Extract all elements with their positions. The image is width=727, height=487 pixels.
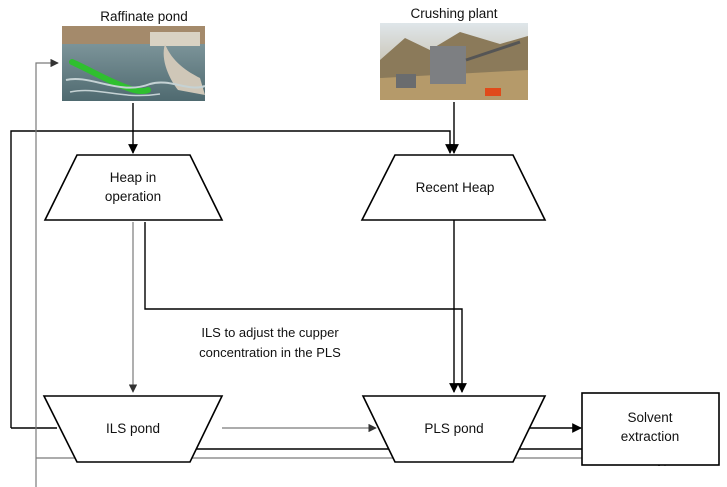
recent-heap-node [360, 154, 547, 221]
annotation-line1: ILS to adjust the cupper [201, 325, 339, 340]
heap-in-operation-label-line1: Heap in [110, 170, 157, 185]
pls-pond-node [361, 395, 547, 463]
solvent-extraction-node [581, 392, 720, 466]
raffinate-pond-label: Raffinate pond [100, 9, 188, 24]
solvent-extraction-label-line2: extraction [621, 429, 680, 444]
crushing-plant-photo [380, 23, 528, 100]
solvent-extraction-label-line1: Solvent [627, 410, 672, 425]
raffinate-pond-photo [62, 26, 206, 101]
annotation-line2: concentration in the PLS [199, 345, 341, 360]
recent-heap-label: Recent Heap [416, 180, 495, 195]
ils-pond-label: ILS pond [106, 421, 160, 436]
crushing-plant-label: Crushing plant [410, 6, 497, 21]
heap-in-operation-label-line2: operation [105, 189, 161, 204]
pls-pond-label: PLS pond [424, 421, 483, 436]
heap-in-operation-node [43, 154, 224, 221]
ils-pond-node [42, 395, 224, 463]
